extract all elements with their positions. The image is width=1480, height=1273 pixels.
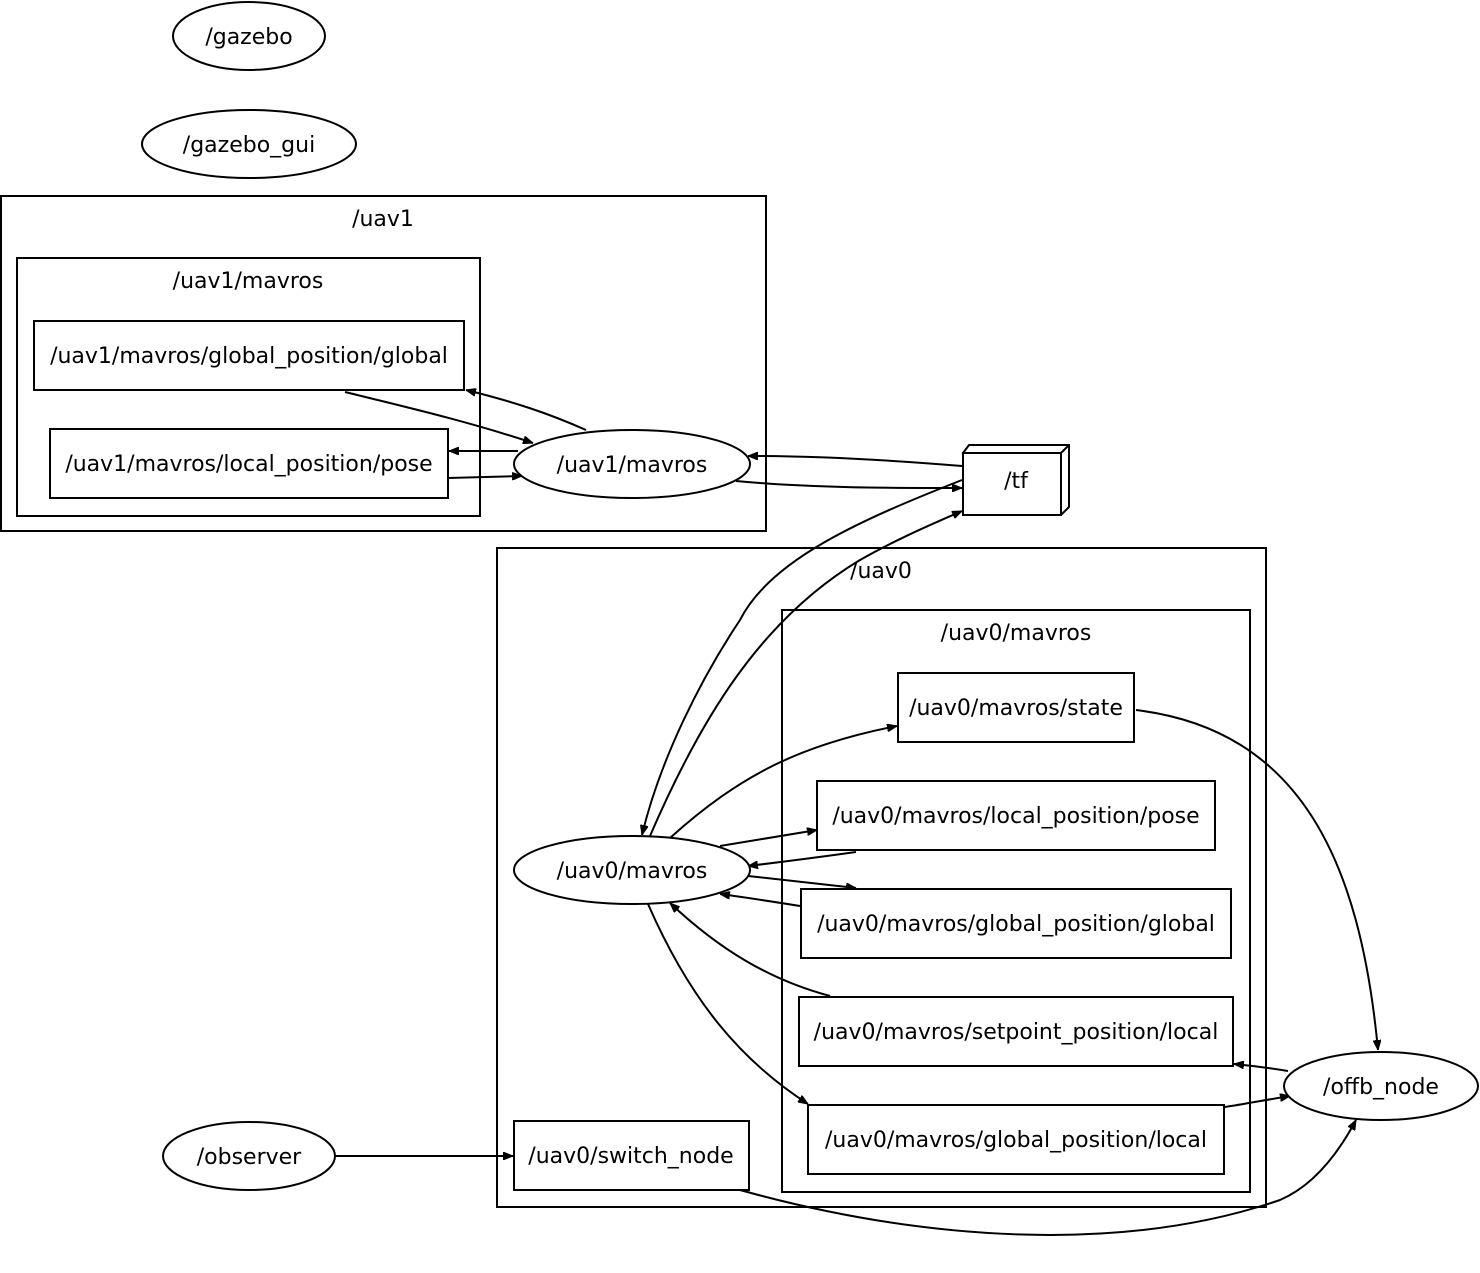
- topic-uav0-state-label: /uav0/mavros/state: [909, 696, 1123, 721]
- cluster-uav1-label: /uav1: [352, 207, 414, 232]
- topic-uav1-global-position-global[interactable]: /uav1/mavros/global_position/global: [33, 320, 465, 391]
- node-gazebo[interactable]: /gazebo: [172, 1, 326, 71]
- edge-uav0-mavros-to-uav0-pose: [719, 830, 817, 847]
- topic-uav0-local-position-pose-label: /uav0/mavros/local_position/pose: [832, 804, 1199, 829]
- cluster-uav1-mavros-label: /uav1/mavros: [173, 269, 324, 294]
- topic-uav0-global-position-local-label: /uav0/mavros/global_position/local: [825, 1128, 1207, 1153]
- node-uav1-mavros-label: /uav1/mavros: [557, 453, 708, 478]
- edge-uav1-mavros-to-uav1-global: [466, 390, 587, 431]
- topic-uav0-global-position-local[interactable]: /uav0/mavros/global_position/local: [807, 1104, 1225, 1175]
- topic-uav1-local-position-pose[interactable]: /uav1/mavros/local_position/pose: [49, 428, 449, 499]
- node-gazebo-gui[interactable]: /gazebo_gui: [141, 109, 357, 179]
- topic-uav1-global-position-global-label: /uav1/mavros/global_position/global: [50, 344, 448, 369]
- node-uav1-mavros[interactable]: /uav1/mavros: [513, 429, 751, 499]
- edge-uav0-mavros-to-tf: [649, 510, 962, 837]
- node-uav0-switch-node[interactable]: /uav0/switch_node: [513, 1120, 750, 1191]
- topic-uav0-setpoint-position-local[interactable]: /uav0/mavros/setpoint_position/local: [798, 996, 1234, 1067]
- edges: [335, 390, 1378, 1236]
- edge-uav1-global-to-uav1-mavros: [344, 391, 533, 443]
- topic-uav1-local-position-pose-label: /uav1/mavros/local_position/pose: [65, 452, 432, 477]
- edge-switch-node-to-offb-node: [739, 1120, 1357, 1236]
- edge-uav1-mavros-to-tf: [735, 480, 962, 488]
- cluster-uav0-mavros-label: /uav0/mavros: [941, 621, 1092, 646]
- node-uav0-mavros[interactable]: /uav0/mavros: [513, 835, 751, 905]
- edge-global-local-to-offb-node: [1224, 1096, 1290, 1108]
- topic-uav0-setpoint-position-local-label: /uav0/mavros/setpoint_position/local: [814, 1020, 1219, 1045]
- node-uav0-mavros-label: /uav0/mavros: [557, 859, 708, 884]
- edge-tf-to-uav1-mavros: [748, 456, 963, 467]
- topic-uav0-local-position-pose[interactable]: /uav0/mavros/local_position/pose: [816, 780, 1216, 851]
- topic-tf-label: /tf: [1004, 469, 1029, 494]
- node-observer[interactable]: /observer: [162, 1121, 336, 1191]
- topic-uav0-state[interactable]: /uav0/mavros/state: [897, 672, 1135, 743]
- node-gazebo-label: /gazebo: [205, 25, 292, 50]
- node-gazebo-gui-label: /gazebo_gui: [183, 133, 315, 158]
- node-offb-node[interactable]: /offb_node: [1283, 1051, 1479, 1121]
- edge-uav0-pose-to-uav0-mavros: [748, 851, 857, 866]
- node-observer-label: /observer: [197, 1145, 302, 1170]
- edge-uav0-mavros-to-uav0-global: [747, 875, 856, 888]
- node-offb-node-label: /offb_node: [1323, 1075, 1439, 1100]
- edge-tf-to-uav0-mavros: [642, 479, 963, 835]
- edge-uav0-mavros-to-state: [669, 726, 897, 839]
- edge-state-to-offb-node: [1135, 709, 1378, 1050]
- node-uav0-switch-node-label: /uav0/switch_node: [528, 1144, 733, 1169]
- topic-uav0-global-position-global-label: /uav0/mavros/global_position/global: [817, 912, 1215, 937]
- edge-uav0-mavros-to-global-local: [647, 903, 808, 1105]
- topic-uav0-global-position-global[interactable]: /uav0/mavros/global_position/global: [800, 888, 1232, 959]
- edge-uav1-pose-to-uav1-mavros: [447, 476, 522, 478]
- edge-offb-node-to-setpoint: [1234, 1064, 1289, 1072]
- topic-tf[interactable]: /tf: [961, 444, 1070, 517]
- edge-setpoint-to-uav0-mavros: [670, 903, 831, 997]
- edge-uav0-global-to-uav0-mavros: [720, 894, 801, 907]
- cluster-uav0-label: /uav0: [850, 559, 912, 584]
